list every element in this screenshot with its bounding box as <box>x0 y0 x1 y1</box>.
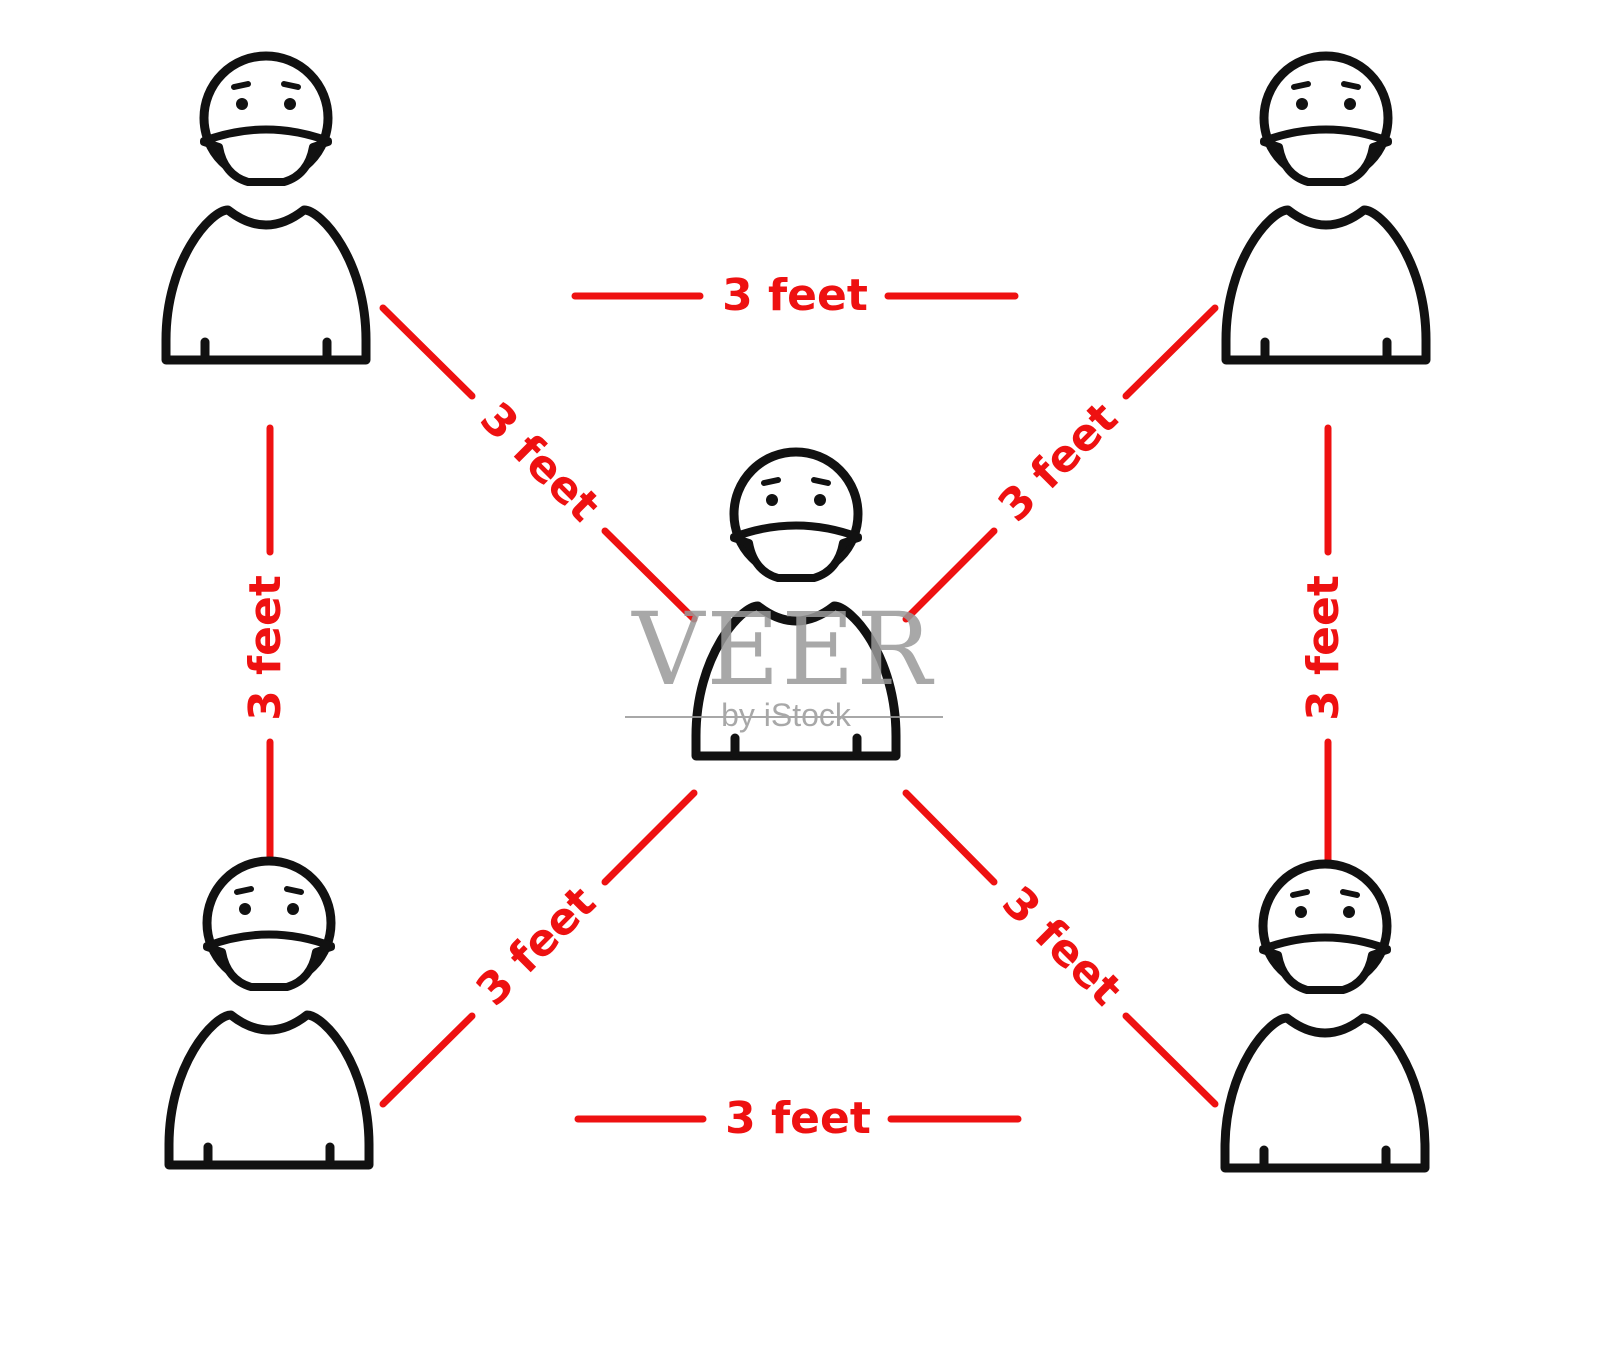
distance-label-left: 3 feet <box>240 575 291 721</box>
watermark-brand: VEER <box>631 591 934 708</box>
distance-top: 3 feet <box>571 270 1019 321</box>
watermark: VEER by iStock <box>625 591 943 733</box>
distance-left: 3 feet <box>240 424 291 872</box>
masked-person-icon <box>166 56 366 360</box>
watermark-byline: by iStock <box>721 697 852 733</box>
distance-label-diagonal-bottom-left: 3 feet <box>467 877 606 1016</box>
masked-person-icon <box>169 861 369 1165</box>
distance-right: 3 feet <box>1298 424 1349 872</box>
distance-label-diagonal-top-right: 3 feet <box>989 393 1128 532</box>
masked-person-icon <box>1225 864 1425 1168</box>
distance-label-diagonal-bottom-right: 3 feet <box>992 877 1131 1016</box>
distance-bottom: 3 feet <box>574 1093 1022 1144</box>
distance-label-bottom: 3 feet <box>725 1093 871 1144</box>
distance-diagonal-top-right: 3 feet <box>902 304 1219 623</box>
distance-label-diagonal-top-left: 3 feet <box>470 393 609 532</box>
distance-diagonal-bottom-right: 3 feet <box>902 789 1219 1108</box>
masked-person-icon <box>1226 56 1426 360</box>
distance-diagonal-bottom-left: 3 feet <box>379 789 698 1108</box>
distance-label-top: 3 feet <box>722 270 868 321</box>
distance-label-right: 3 feet <box>1298 575 1349 721</box>
distance-diagonal-top-left: 3 feet <box>379 304 698 623</box>
